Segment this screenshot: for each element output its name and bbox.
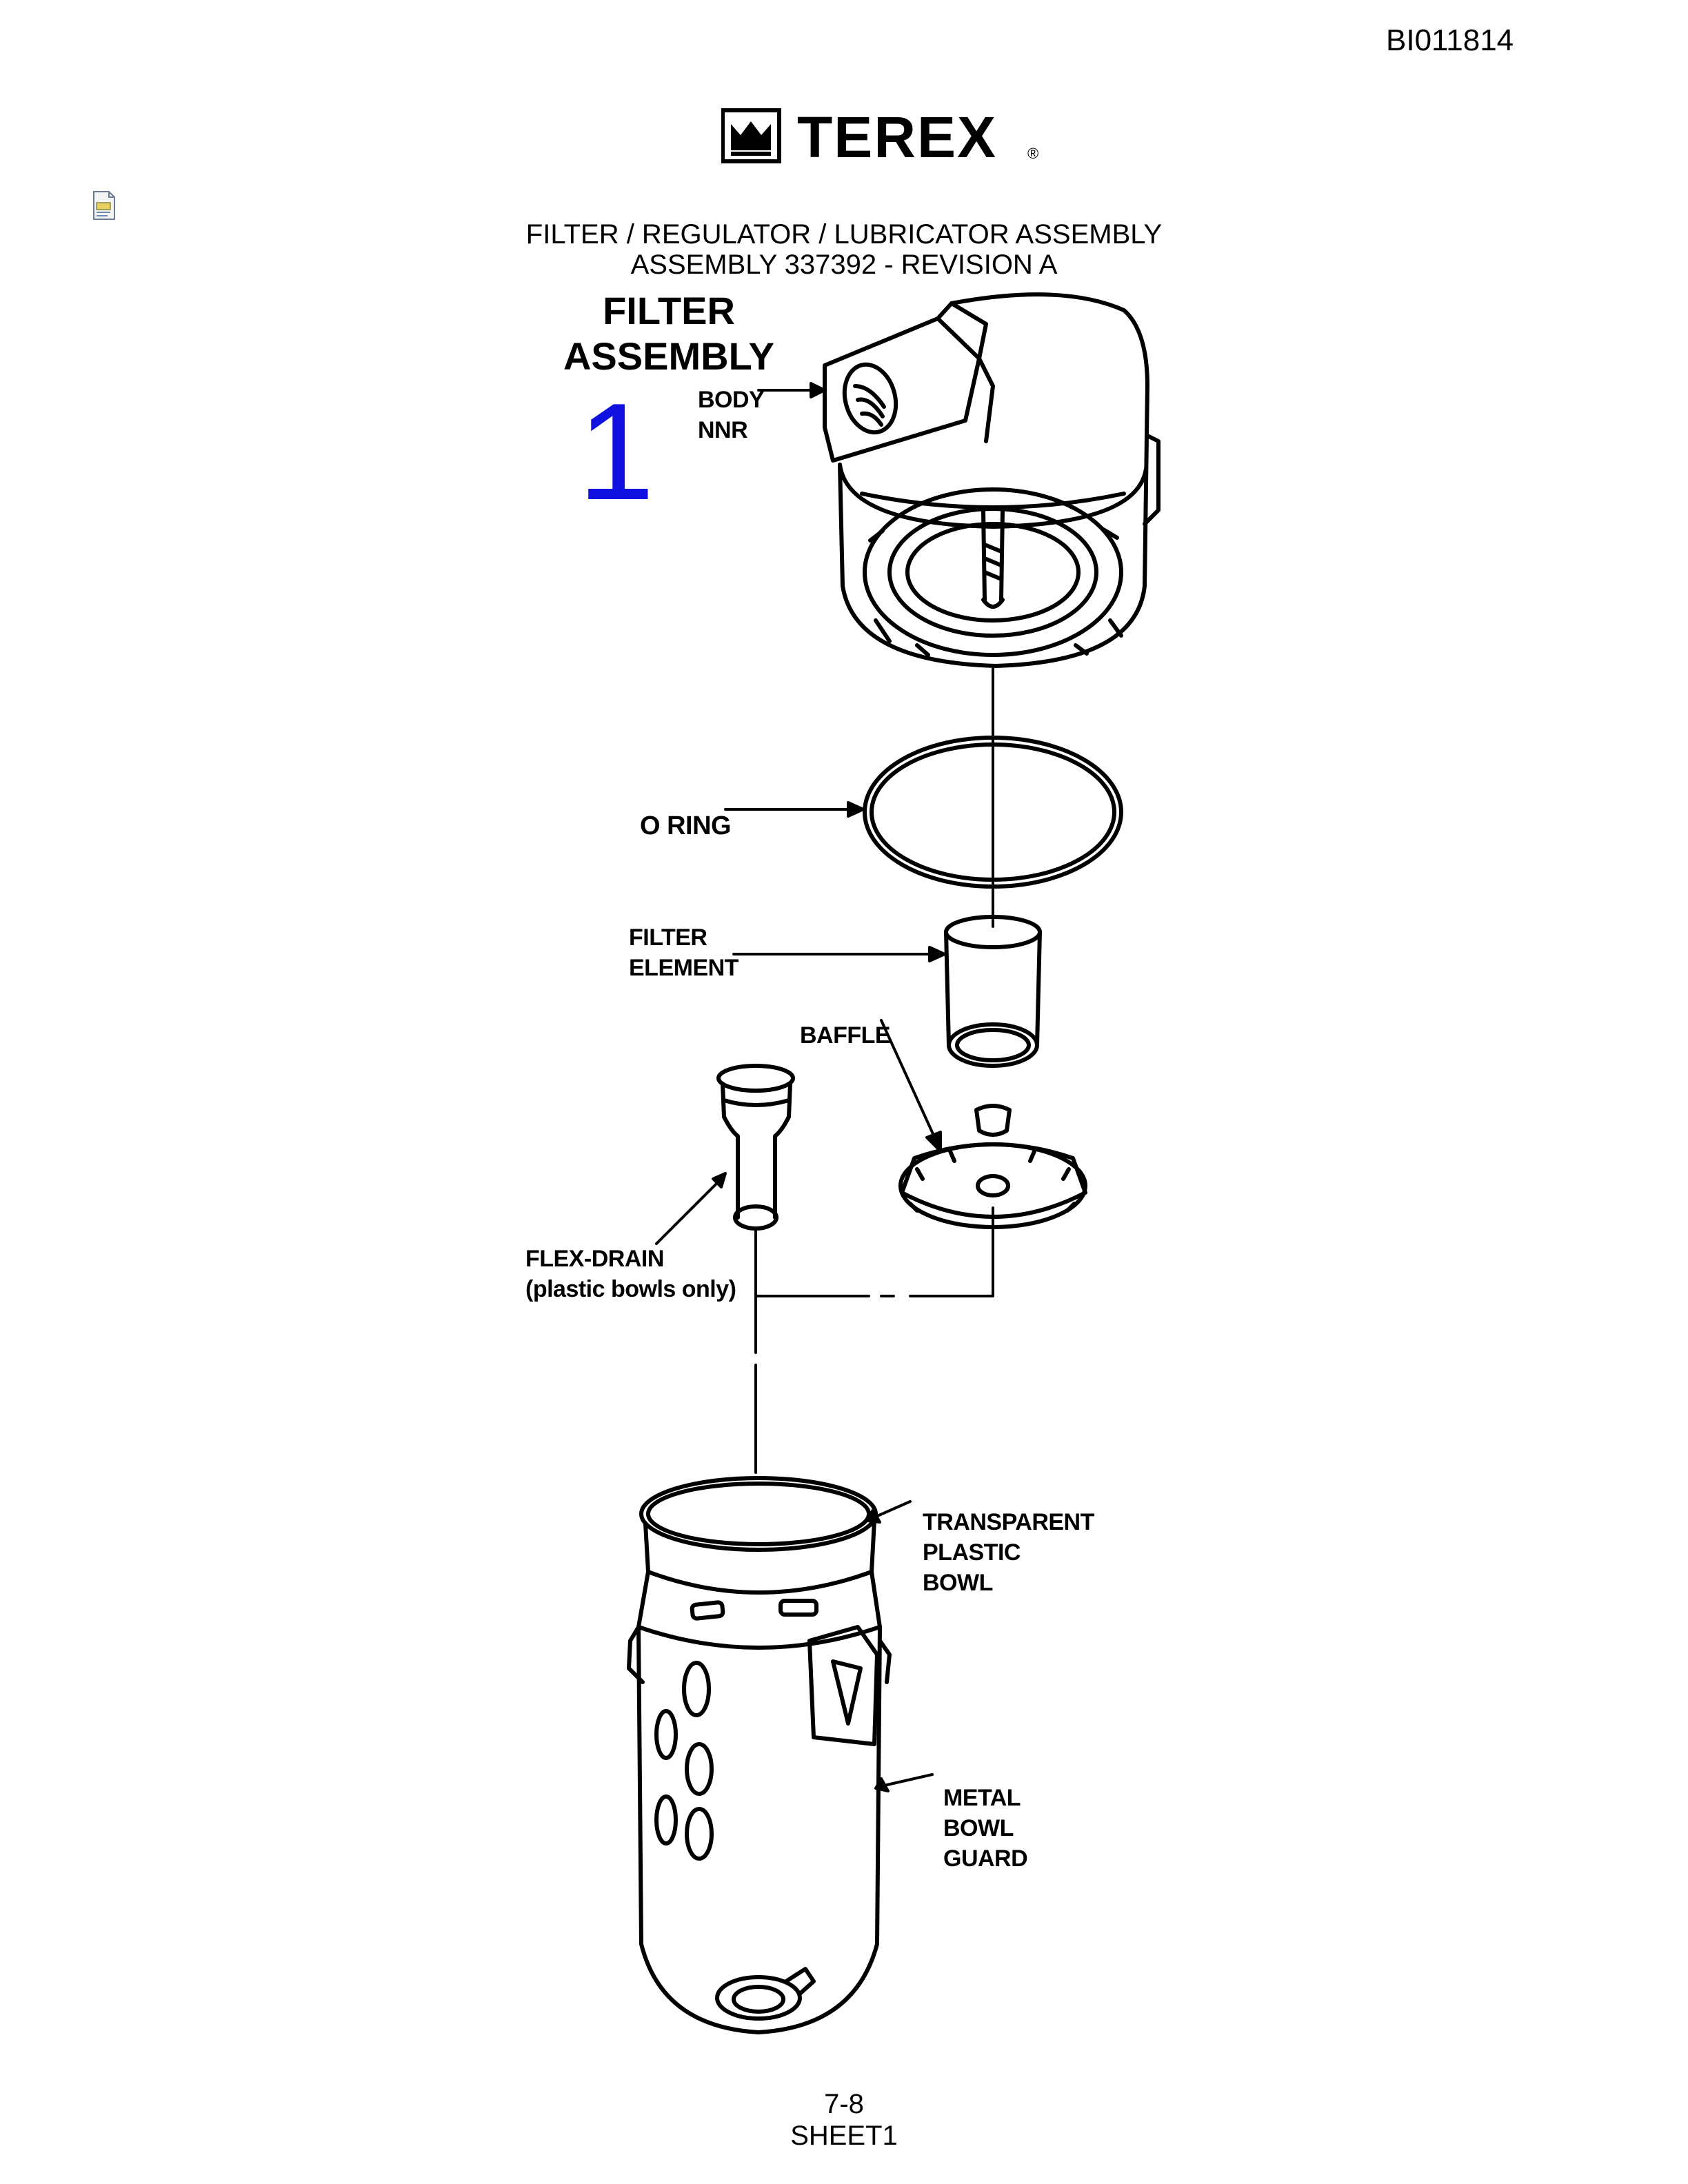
assembly-subtitle: ASSEMBLY 337392 - REVISION A — [630, 250, 1058, 280]
callout-bowl-line2: PLASTIC — [923, 1539, 1021, 1566]
o-ring — [863, 736, 1123, 928]
section-heading-line1: FILTER — [603, 289, 735, 332]
callout-flex-drain: FLEX-DRAIN (plastic bowls only) — [525, 1244, 736, 1304]
callout-body-line1: BODY — [698, 387, 765, 413]
terex-crown-logo — [721, 108, 781, 163]
callout-filter-element-line1: FILTER — [629, 924, 707, 951]
callout-bowl: TRANSPARENT PLASTIC BOWL — [923, 1507, 1094, 1598]
assembly-title: FILTER / REGULATOR / LUBRICATOR ASSEMBLY — [525, 219, 1163, 250]
callout-guard: METAL BOWL GUARD — [943, 1783, 1028, 1874]
callout-o-ring: O RING — [640, 811, 732, 840]
document-id: BI011814 — [1386, 23, 1514, 57]
flex-drain — [716, 1064, 795, 1231]
section-heading: FILTER ASSEMBLY — [524, 288, 814, 379]
callout-guard-line2: BOWL — [943, 1815, 1014, 1841]
registered-mark: ® — [1027, 145, 1038, 162]
callout-body: BODY NNR — [698, 385, 765, 445]
section-heading-line2: ASSEMBLY — [563, 334, 774, 378]
filter-element — [944, 915, 1042, 1068]
terex-logo: TEREX ® — [721, 105, 1038, 170]
callout-guard-line3: GUARD — [943, 1846, 1028, 1872]
callout-flex-drain-line1: FLEX-DRAIN — [525, 1246, 664, 1272]
bowl-and-guard — [627, 1476, 892, 2034]
filter-body — [823, 292, 1160, 753]
callout-baffle: BAFFLE — [800, 1022, 891, 1049]
callout-guard-line1: METAL — [943, 1785, 1021, 1811]
callout-flex-drain-line2: (plastic bowls only) — [525, 1276, 736, 1302]
brand-wordmark: TEREX — [797, 108, 997, 164]
callout-filter-element-line2: ELEMENT — [629, 955, 738, 981]
note-icon[interactable] — [91, 190, 117, 221]
callout-bowl-line1: TRANSPARENT — [923, 1509, 1094, 1535]
callout-filter-element: FILTER ELEMENT — [629, 922, 738, 983]
callout-leaders — [655, 382, 946, 1792]
page-number: 7-8 — [824, 2089, 864, 2119]
callout-body-line2: NNR — [698, 417, 748, 443]
callout-bowl-line3: BOWL — [923, 1570, 993, 1596]
sheet-label: SHEET1 — [790, 2121, 898, 2151]
item-number: 1 — [578, 375, 655, 529]
baffle — [898, 1104, 1087, 1229]
assembly-lines — [754, 1206, 994, 1474]
